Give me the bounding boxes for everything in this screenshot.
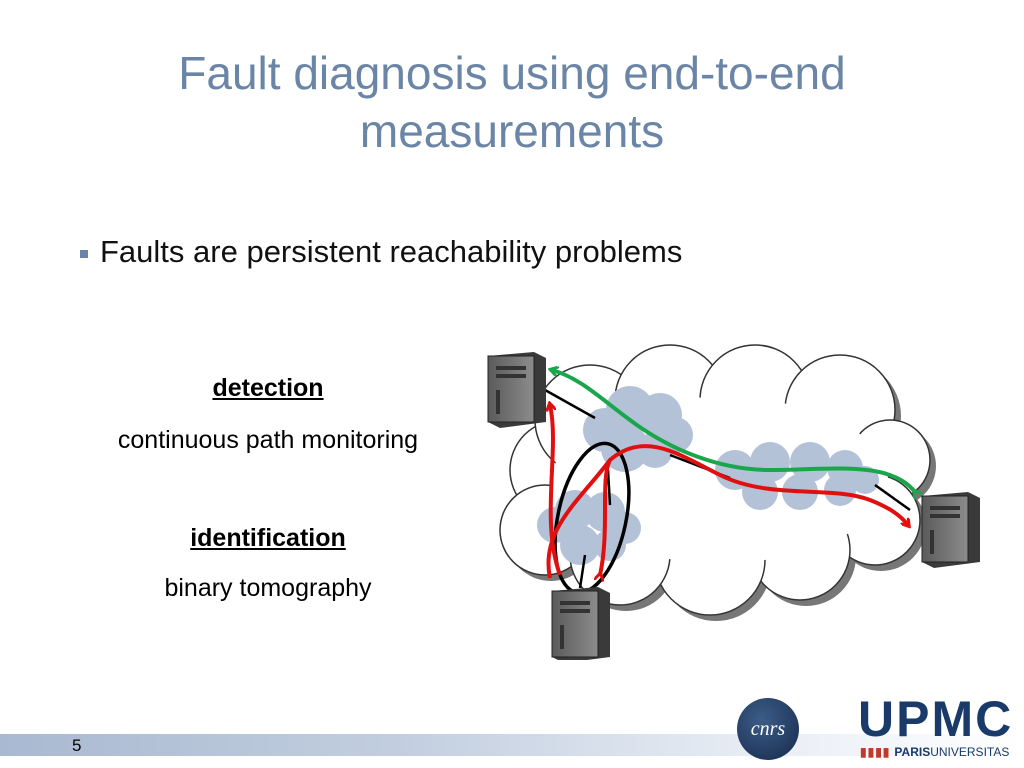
slide-title: Fault diagnosis using end-to-end measure… xyxy=(178,47,846,157)
identification-heading: identification xyxy=(190,524,346,552)
server-icon xyxy=(487,352,546,428)
red-path-arrow-right xyxy=(546,444,908,579)
red-path-arrow-up xyxy=(550,405,562,576)
bullet-text: Faults are persistent reachability probl… xyxy=(100,234,683,269)
paris-text: PARIS xyxy=(894,745,931,759)
upmc-logo: UPMC xyxy=(858,691,1014,747)
identification-text: binary tomography xyxy=(164,574,372,602)
bullet-item: Faults are persistent reachability probl… xyxy=(80,234,682,270)
detection-heading: detection xyxy=(212,374,324,402)
green-path-arrow xyxy=(552,370,915,492)
universitas-text: UNIVERSITAS xyxy=(930,745,1010,759)
red-path-arrow-down xyxy=(600,459,612,575)
square-bullet-icon xyxy=(80,250,88,258)
page-number: 5 xyxy=(72,736,82,755)
detection-text: continuous path monitoring xyxy=(117,426,419,454)
network-diagram xyxy=(487,344,980,660)
server-icon xyxy=(921,492,980,568)
server-icon xyxy=(551,587,610,660)
cnrs-logo: cnrs xyxy=(737,698,799,760)
paris-universitas-label: ▮▮▮▮PARISUNIVERSITAS xyxy=(860,745,1009,759)
bars-icon: ▮▮▮▮ xyxy=(860,745,891,759)
